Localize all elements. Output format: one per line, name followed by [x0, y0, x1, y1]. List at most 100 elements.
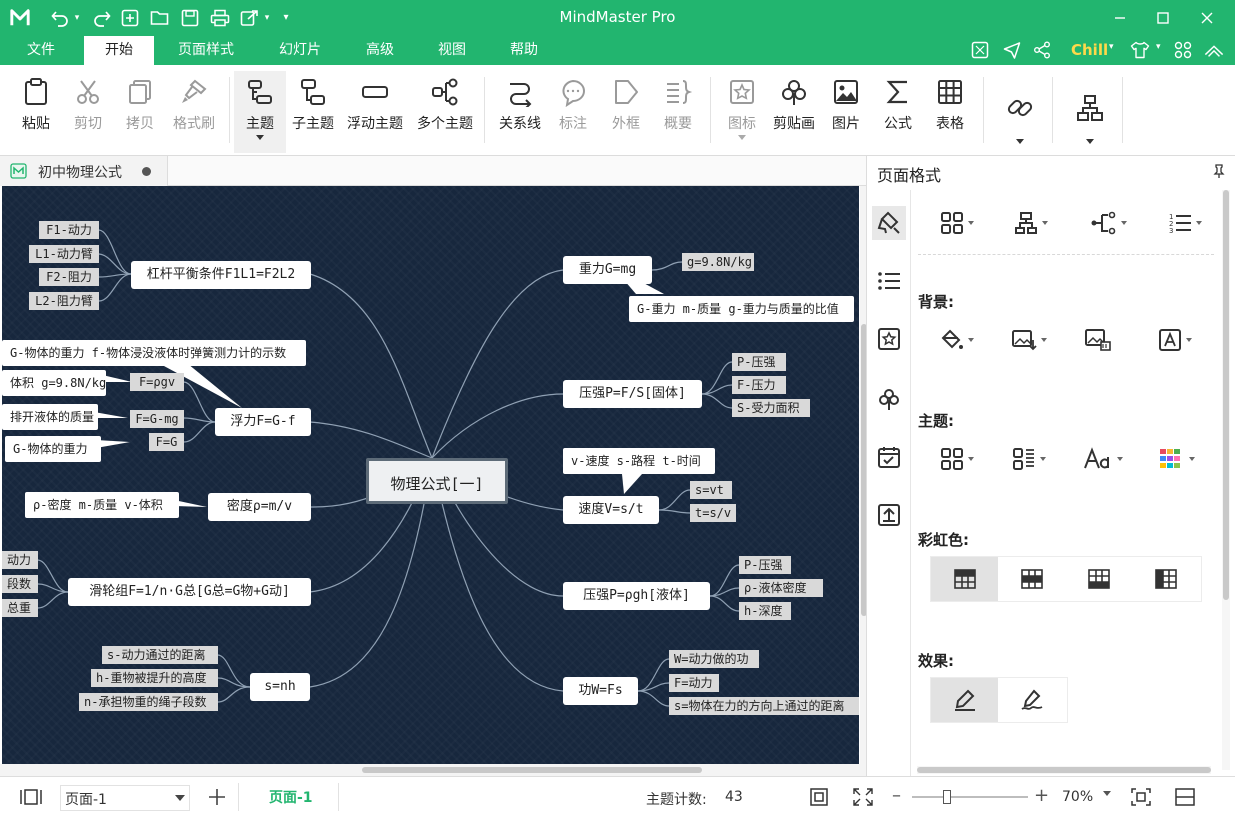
zoom-in-icon[interactable]: +	[1034, 785, 1050, 806]
leaf-pressure-solid-3[interactable]: S-受力面积	[732, 399, 810, 417]
canvas-vertical-scrollbar[interactable]	[860, 186, 868, 764]
leaf-work-2[interactable]: F=动力	[669, 674, 719, 692]
remove-background-button[interactable]	[1071, 323, 1125, 357]
expand-view-icon[interactable]	[852, 787, 874, 807]
leaf-pulley-3[interactable]: 总重	[2, 599, 38, 617]
picture-button[interactable]: 图片	[820, 71, 872, 153]
leaf-snh-2[interactable]: h-重物被提升的高度	[91, 669, 218, 687]
maximize-icon[interactable]	[1151, 6, 1175, 30]
callout-buoyancy-3[interactable]: 排开液体的质量	[2, 404, 98, 430]
hyperlink-dropdown-icon[interactable]	[1016, 139, 1024, 144]
fullscreen-icon[interactable]	[970, 40, 990, 60]
leaf-lever-l2[interactable]: L2-阻力臂	[29, 292, 99, 310]
topic-work[interactable]: 功W=Fs	[563, 677, 638, 705]
connector-style-button[interactable]	[1081, 206, 1137, 240]
leaf-pressure-solid-1[interactable]: P-压强	[732, 353, 786, 371]
menu-help[interactable]: 帮助	[510, 42, 538, 58]
formula-button[interactable]: 公式	[872, 71, 924, 153]
table-button[interactable]: 表格	[924, 71, 976, 153]
redo-icon[interactable]	[92, 8, 112, 28]
zoom-dropdown-icon[interactable]	[1103, 791, 1111, 796]
leaf-lever-f2[interactable]: F2-阻力	[39, 268, 99, 286]
multiple-topics-button[interactable]: 多个主题	[413, 71, 477, 153]
central-topic[interactable]: 物理公式[一]	[366, 458, 508, 504]
skin-shirt-icon[interactable]	[1130, 40, 1150, 60]
leaf-speed-2[interactable]: t=s/v	[690, 504, 736, 522]
theme-font-button[interactable]	[1075, 442, 1131, 476]
task-panel-icon[interactable]	[872, 440, 906, 474]
rainbow-option-4[interactable]	[1132, 557, 1199, 601]
zoom-slider[interactable]	[912, 790, 1028, 804]
paste-button[interactable]: 粘贴	[8, 71, 64, 153]
topic-pulley[interactable]: 滑轮组F=1/n·G总[G总=G物+G动]	[68, 578, 311, 606]
outline-list-icon[interactable]	[872, 264, 906, 298]
leaf-buoyancy-1[interactable]: F=ρgv	[130, 373, 184, 391]
layout-button[interactable]	[1062, 71, 1118, 153]
leaf-work-1[interactable]: W=动力做的功	[669, 650, 759, 668]
add-page-icon[interactable]	[206, 786, 228, 808]
menu-slides[interactable]: 幻灯片	[279, 42, 321, 58]
topic-pressure-liquid[interactable]: 压强P=ρgh[液体]	[563, 582, 710, 610]
summary-button[interactable]: 概要	[652, 71, 704, 153]
theme-style-button[interactable]	[1001, 442, 1057, 476]
page-tab[interactable]: 页面-1	[269, 790, 313, 806]
callout-buoyancy-4[interactable]: G-物体的重力	[5, 436, 101, 462]
leaf-pressure-liquid-2[interactable]: ρ-液体密度	[739, 579, 823, 597]
leaf-work-3[interactable]: s=物体在力的方向上通过的距离	[669, 697, 859, 715]
unsaved-dot-icon[interactable]	[142, 167, 151, 176]
menu-home[interactable]: 开始	[84, 36, 154, 65]
canvas-horizontal-scrollbar[interactable]	[0, 764, 866, 776]
theme-button[interactable]	[929, 442, 985, 476]
callout-buoyancy-1[interactable]: G-物体的重力 f-物体浸没液体时弹簧测力计的示数	[2, 340, 306, 366]
open-icon[interactable]	[150, 8, 170, 28]
leaf-speed-1[interactable]: s=vt	[690, 481, 732, 499]
rainbow-option-3[interactable]	[1065, 557, 1132, 601]
export-dropdown-icon[interactable]: ▾	[264, 12, 270, 23]
topic-pressure-solid[interactable]: 压强P=F/S[固体]	[563, 380, 702, 408]
collapse-ribbon-icon[interactable]	[1204, 40, 1224, 60]
topic-buoyancy[interactable]: 浮力F=G-f	[215, 408, 311, 436]
export-icon[interactable]	[240, 8, 260, 28]
callout-speed[interactable]: v-速度 s-路程 t-时间	[563, 448, 715, 474]
cut-button[interactable]: 剪切	[60, 71, 116, 153]
topic-gravity[interactable]: 重力G=mg	[563, 256, 652, 284]
zoom-out-icon[interactable]: –	[892, 785, 901, 806]
callout-buoyancy-2[interactable]: 体积 g=9.8N/kg	[2, 370, 106, 396]
mark-button[interactable]: 图标	[714, 71, 770, 153]
mindmap-canvas[interactable]: G-物体的重力 f-物体浸没液体时弹簧测力计的示数 体积 g=9.8N/kg 排…	[2, 186, 859, 764]
undo-icon[interactable]	[50, 8, 70, 28]
leaf-buoyancy-3[interactable]: F=G	[149, 433, 184, 451]
rainbow-option-1[interactable]	[931, 557, 998, 601]
chevron-down-icon[interactable]	[175, 795, 185, 801]
effect-normal-button[interactable]	[931, 678, 998, 722]
effect-hand-drawn-button[interactable]	[998, 678, 1065, 722]
page-format-tab-icon[interactable]	[872, 206, 906, 240]
menu-advanced[interactable]: 高级	[366, 42, 394, 58]
customize-quick-access-icon[interactable]: ▾	[283, 12, 289, 23]
copy-button[interactable]: 拷贝	[112, 71, 168, 153]
hyperlink-button[interactable]	[992, 71, 1048, 153]
menu-page-style[interactable]: 页面样式	[178, 42, 234, 58]
leaf-snh-3[interactable]: n-承担物重的绳子段数	[79, 693, 218, 711]
subtopic-button[interactable]: 子主题	[287, 71, 339, 153]
minimize-icon[interactable]	[1108, 6, 1132, 30]
mark-panel-icon[interactable]	[872, 322, 906, 356]
callout-density[interactable]: ρ-密度 m-质量 v-体积	[25, 492, 179, 518]
leaf-pulley-2[interactable]: 段数	[2, 575, 38, 593]
user-name[interactable]: Chill	[1071, 41, 1109, 59]
layout-style-button[interactable]	[1003, 206, 1059, 240]
leaf-gravity-1[interactable]: g=9.8N/kg	[682, 253, 754, 271]
topic-density[interactable]: 密度ρ=m/v	[208, 493, 311, 521]
callout-button[interactable]: 标注	[547, 71, 599, 153]
print-icon[interactable]	[210, 8, 230, 28]
pin-icon[interactable]	[1213, 164, 1225, 178]
send-icon[interactable]	[1002, 40, 1022, 60]
format-painter-button[interactable]: 格式刷	[164, 71, 224, 153]
mindmaster-logo-icon[interactable]	[10, 8, 30, 28]
topic-button[interactable]: 主题	[234, 71, 286, 153]
structure-button[interactable]	[929, 206, 985, 240]
leaf-pressure-liquid-3[interactable]: h-深度	[739, 602, 791, 620]
leaf-pulley-1[interactable]: 动力	[2, 551, 38, 569]
watermark-button[interactable]	[1147, 323, 1203, 357]
